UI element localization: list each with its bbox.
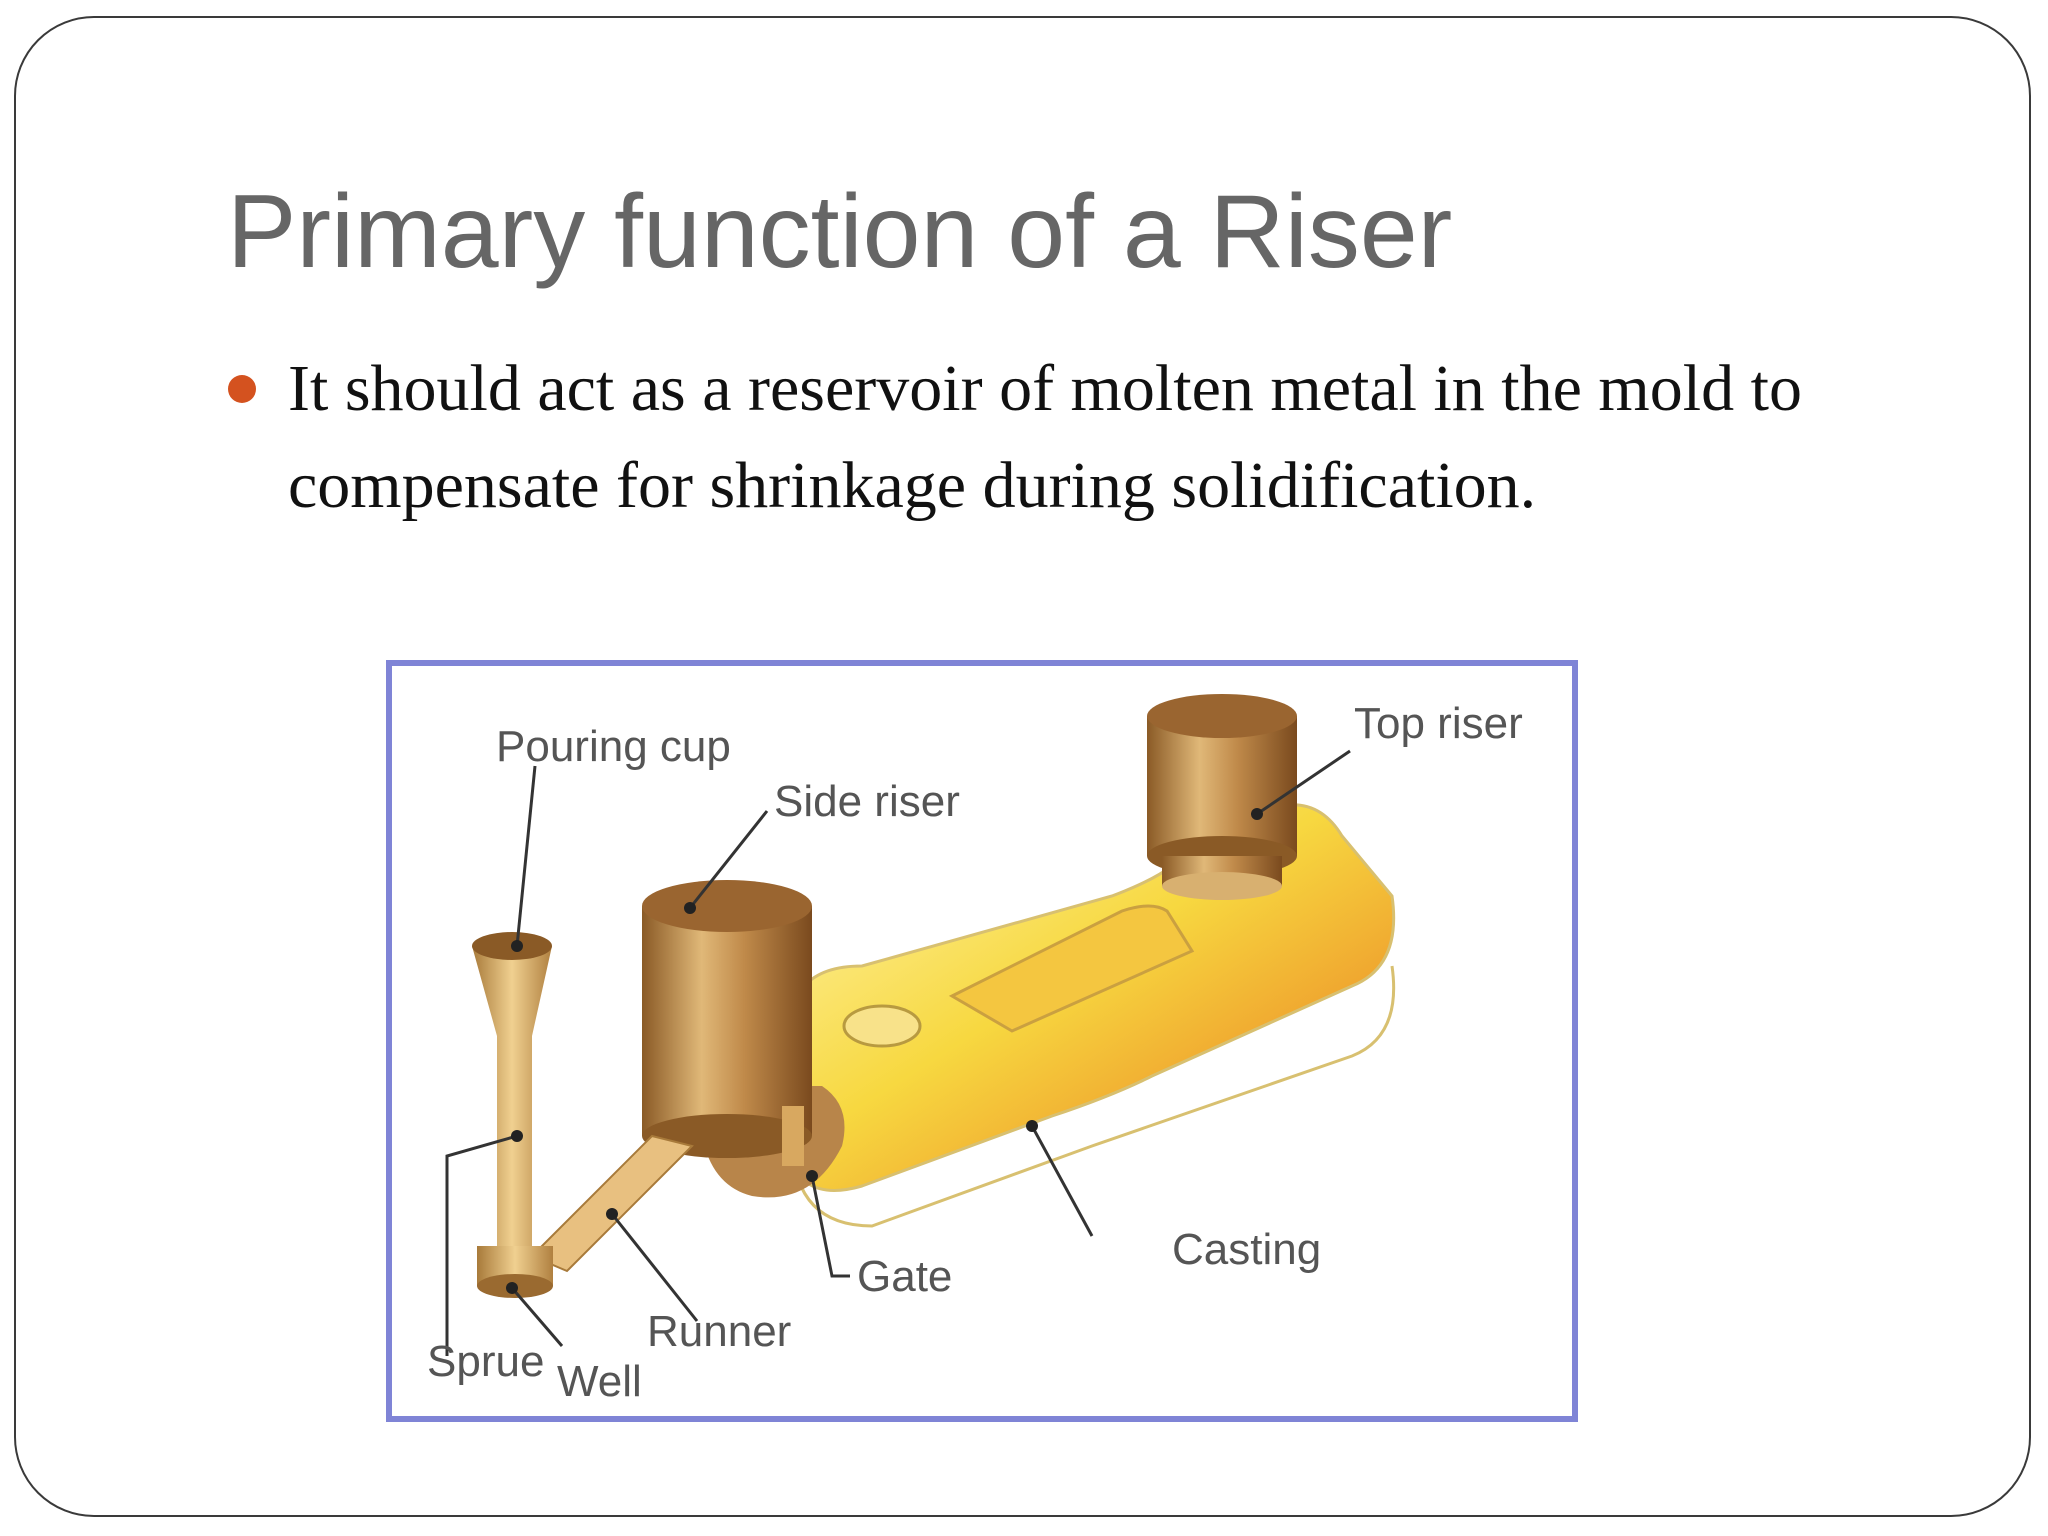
gate-shape: [782, 1106, 804, 1166]
label-sprue: Sprue: [427, 1337, 544, 1386]
bullet-text: It should act as a reservoir of molten m…: [288, 352, 1802, 522]
bullet-dot-icon: [228, 375, 256, 403]
side-riser-shape: [642, 880, 845, 1198]
runner-shape: [530, 1134, 694, 1273]
label-top-riser: Top riser: [1354, 699, 1523, 748]
riser-diagram: Pouring cup Side riser Top riser Sprue W…: [386, 660, 1578, 1422]
label-side-riser: Side riser: [774, 777, 960, 826]
top-riser-shape: [1147, 694, 1297, 900]
label-well: Well: [557, 1357, 642, 1406]
label-gate: Gate: [857, 1252, 952, 1301]
riser-diagram-illustration: Pouring cup Side riser Top riser Sprue W…: [427, 694, 1523, 1406]
sprue-shape: [472, 932, 553, 1298]
label-runner: Runner: [647, 1307, 791, 1356]
casting-shape: [785, 803, 1396, 1228]
label-pouring-cup: Pouring cup: [496, 722, 731, 771]
leader-lines: [445, 749, 1351, 1356]
label-casting: Casting: [1172, 1225, 1321, 1274]
slide-title: Primary function of a Riser: [227, 174, 1453, 290]
bullet-item: It should act as a reservoir of molten m…: [228, 340, 1888, 534]
bullet-list: It should act as a reservoir of molten m…: [228, 340, 1888, 534]
